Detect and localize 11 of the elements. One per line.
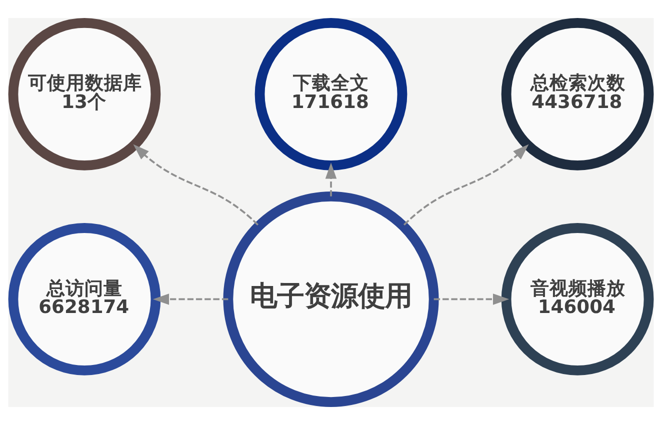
node-circle: 下载全文 171618 <box>254 18 408 170</box>
arrow <box>325 162 337 196</box>
arrow <box>434 293 510 304</box>
node-circle: 音视频播放 146004 <box>501 222 654 375</box>
arrow <box>152 293 228 304</box>
arrow <box>403 144 529 226</box>
node-circle: 总检索次数 4436718 <box>501 18 654 170</box>
node-circle: 总访问量 6628174 <box>8 222 161 375</box>
arrow <box>133 144 259 226</box>
node-circle: 电子资源使用 <box>223 190 439 406</box>
node-circle: 可使用数据库 13个 <box>8 18 161 170</box>
